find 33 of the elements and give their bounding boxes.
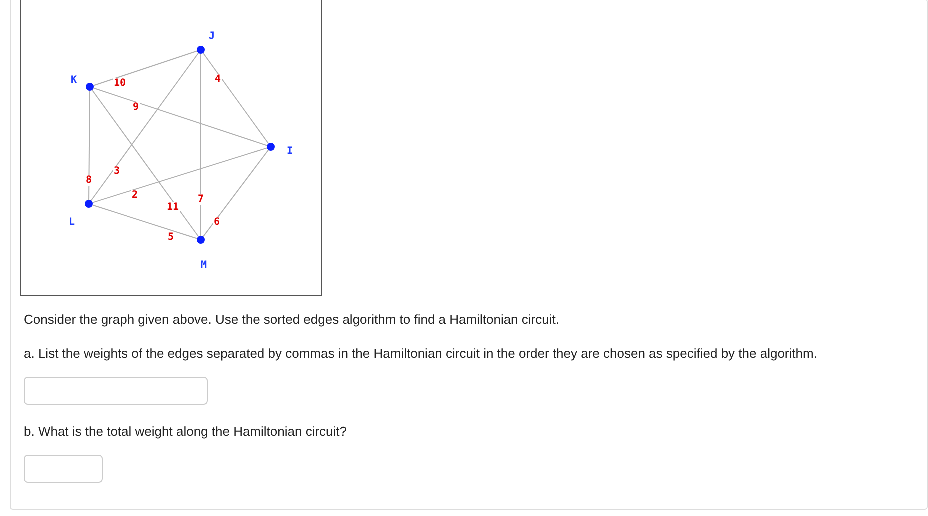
vertex-label: I [287, 146, 294, 157]
vertex-dot [85, 200, 93, 208]
edge-weight: 4 [214, 74, 222, 85]
question-text: b. What is the total weight along the Hamiltonian circuit? [24, 424, 348, 439]
vertex-label: J [209, 31, 216, 42]
vertex-dot [86, 83, 94, 91]
vertex-dot [197, 46, 205, 54]
vertex-label: M [201, 260, 208, 271]
edge-line [93, 88, 268, 146]
edge-weight: 11 [166, 202, 180, 213]
edge-line [92, 148, 268, 204]
question-text: a. List the weights of the edges separated by commas in the Hamiltonian circuit in the order they are chosen as specified by the algorithm. [24, 346, 818, 361]
edge-line [202, 150, 270, 238]
edge-weight: 8 [85, 175, 94, 186]
edge-weight: 2 [131, 190, 140, 201]
edge-line [88, 90, 90, 200]
edge-line [202, 52, 270, 144]
edge-weight: 10 [113, 78, 128, 89]
edge-line [90, 52, 200, 202]
edge-weight: 3 [113, 166, 122, 177]
edge-weight: 5 [167, 232, 176, 243]
instruction-text: Consider the graph given above. Use the sorted edges algorithm to find a Hamiltonian circuit. [24, 312, 560, 327]
edge-weight: 9 [132, 102, 140, 113]
edge-weight: 6 [213, 217, 222, 228]
edge-line [92, 204, 198, 240]
edge-line [200, 54, 202, 236]
vertex-dot [197, 236, 205, 244]
vertex-dot [267, 143, 275, 151]
vertex-label: L [69, 217, 76, 228]
edge-line [93, 50, 198, 86]
edge-weight: 7 [197, 194, 206, 205]
edge-line [92, 90, 200, 238]
vertex-label: K [71, 75, 78, 86]
